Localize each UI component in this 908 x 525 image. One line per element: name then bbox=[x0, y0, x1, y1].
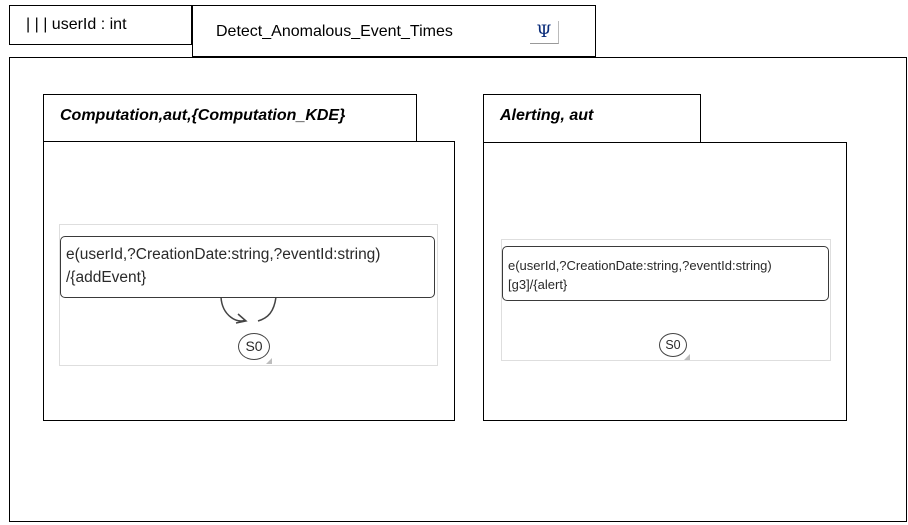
class-name: Detect_Anomalous_Event_Times bbox=[216, 23, 453, 40]
computation-transition-action: /{addEvent} bbox=[66, 269, 147, 286]
computation-state-s0[interactable]: S0 bbox=[238, 333, 270, 360]
class-name-box: Detect_Anomalous_Event_Times Ψ bbox=[192, 5, 596, 57]
alerting-transition-label[interactable]: e(userId,?CreationDate:string,?eventId:s… bbox=[502, 246, 829, 301]
alerting-region-label: Alerting, aut bbox=[500, 107, 594, 124]
alerting-transition-event: e(userId,?CreationDate:string,?eventId:s… bbox=[508, 258, 772, 273]
computation-transition-event: e(userId,?CreationDate:string,?eventId:s… bbox=[66, 246, 381, 263]
alerting-resize-handle[interactable] bbox=[684, 354, 690, 360]
alerting-transition-action: [g3]/{alert} bbox=[508, 277, 568, 292]
computation-region-tab: Computation,aut,{Computation_KDE} bbox=[43, 94, 417, 142]
computation-region-label: Computation,aut,{Computation_KDE} bbox=[60, 107, 346, 124]
psi-icon[interactable]: Ψ bbox=[530, 21, 559, 44]
parameter-label: | | | userId : int bbox=[26, 16, 127, 33]
alerting-region-tab: Alerting, aut bbox=[483, 94, 701, 143]
computation-transition-label[interactable]: e(userId,?CreationDate:string,?eventId:s… bbox=[60, 236, 435, 298]
parameter-box: | | | userId : int bbox=[9, 5, 192, 45]
computation-resize-handle[interactable] bbox=[266, 358, 272, 364]
alerting-state-s0[interactable]: S0 bbox=[659, 333, 687, 357]
